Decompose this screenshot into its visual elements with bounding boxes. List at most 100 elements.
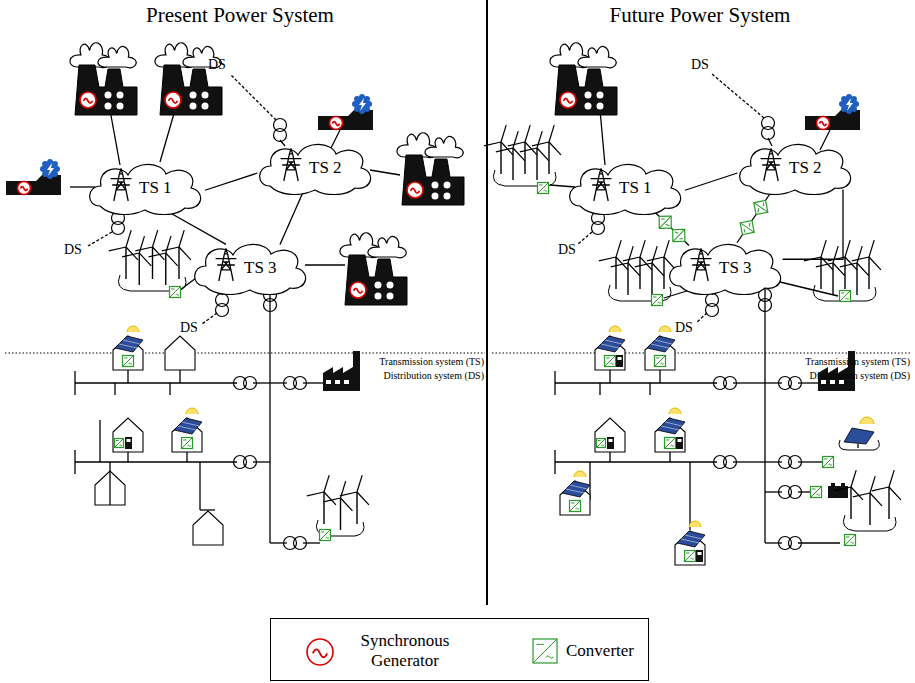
stroke <box>387 293 394 300</box>
stroke <box>888 487 889 519</box>
wind-turbine <box>340 475 369 524</box>
transmission-cloud: TS 2 <box>735 140 855 195</box>
house <box>193 511 223 545</box>
stroke <box>162 247 179 251</box>
stroke <box>759 299 772 312</box>
stroke <box>597 439 606 448</box>
stroke <box>321 531 324 532</box>
house <box>165 336 195 370</box>
stroke <box>653 296 656 297</box>
stroke <box>524 142 525 174</box>
stroke <box>281 149 302 181</box>
wire <box>555 461 717 462</box>
system-label: DS <box>675 320 693 336</box>
stroke <box>139 253 151 266</box>
converter-symbol <box>685 551 696 562</box>
stroke <box>607 437 614 449</box>
converter-symbol <box>659 216 671 228</box>
stroke <box>135 247 152 251</box>
stroke <box>655 418 685 452</box>
stroke <box>546 656 553 658</box>
wire <box>765 542 782 543</box>
leader-line <box>88 232 112 246</box>
stroke <box>411 188 420 193</box>
stroke <box>754 200 768 214</box>
stroke <box>537 644 544 645</box>
stroke <box>124 357 127 358</box>
wind-turbine <box>323 481 352 530</box>
stroke <box>605 356 616 367</box>
stroke <box>851 470 856 487</box>
converter-symbol <box>673 229 685 241</box>
wire <box>303 382 323 383</box>
stroke <box>537 131 542 148</box>
legend-text: Converter <box>555 641 645 661</box>
wire <box>659 370 660 383</box>
stroke <box>681 535 702 543</box>
stroke <box>657 418 685 434</box>
wind-turbine <box>635 246 664 295</box>
stroke <box>178 247 179 279</box>
wire <box>75 461 237 462</box>
stroke <box>125 247 126 279</box>
stroke <box>202 92 209 99</box>
stroke <box>811 487 822 498</box>
wire <box>798 382 818 383</box>
stroke <box>645 336 675 370</box>
stroke <box>845 240 850 257</box>
stroke <box>675 531 705 565</box>
stroke <box>812 488 815 489</box>
stroke <box>852 257 869 261</box>
stroke <box>647 336 675 352</box>
wind-turbine <box>149 236 178 285</box>
stroke <box>354 288 363 293</box>
stroke <box>496 148 513 152</box>
stroke <box>274 129 287 142</box>
transformer-symbol <box>216 294 229 317</box>
stroke <box>833 246 838 263</box>
wire <box>765 461 782 462</box>
stroke <box>663 257 664 289</box>
wire <box>269 280 270 543</box>
stroke <box>659 216 671 228</box>
stroke <box>595 418 625 452</box>
transformer-symbol <box>762 117 775 140</box>
stroke <box>696 550 703 562</box>
thermal-plant <box>550 43 617 115</box>
stroke <box>578 46 616 67</box>
wire <box>554 371 555 395</box>
stroke <box>536 148 537 180</box>
stroke <box>182 438 193 449</box>
wire <box>798 542 840 543</box>
stroke <box>685 551 696 562</box>
stroke <box>845 535 856 546</box>
stroke <box>819 122 826 126</box>
system-label: DS <box>691 57 709 73</box>
transformer-symbol <box>706 294 719 317</box>
stroke <box>846 536 849 537</box>
stroke <box>689 521 701 527</box>
legend-box <box>271 619 649 681</box>
stroke <box>330 117 343 130</box>
stroke <box>857 263 869 276</box>
smoke-cloud <box>98 46 136 67</box>
thermal-plant <box>70 43 137 115</box>
transmission-line <box>783 190 843 260</box>
wind-turbine <box>496 131 525 180</box>
stroke <box>165 92 181 108</box>
stroke <box>176 294 179 295</box>
stroke <box>845 535 856 546</box>
stroke <box>112 222 125 235</box>
stroke <box>749 223 751 227</box>
stroke <box>357 475 362 492</box>
stroke <box>623 257 640 261</box>
converter-symbol <box>811 487 822 498</box>
stroke <box>655 356 666 367</box>
wire <box>280 140 285 146</box>
wind-turbine <box>599 240 628 289</box>
stroke <box>355 97 369 111</box>
hydro-plant <box>805 94 860 130</box>
stroke <box>375 293 382 300</box>
stroke <box>202 103 209 110</box>
